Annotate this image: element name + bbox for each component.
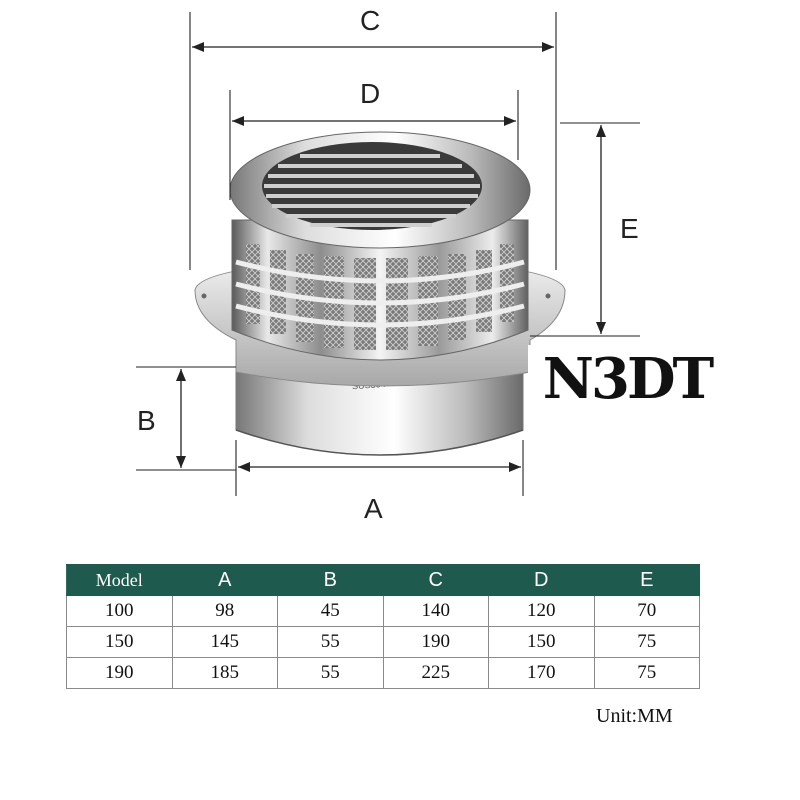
cell-b: 55: [277, 657, 384, 689]
cell-e: 70: [593, 595, 700, 627]
cell-e: 75: [593, 626, 700, 658]
louver-slats: [264, 154, 480, 227]
flange-hole-left: [201, 293, 207, 299]
dimension-table: Model A B C D E 100 98 45 140 120 70 150…: [66, 564, 700, 689]
product-dimension-diagram: SUS304 C: [136, 5, 640, 524]
cell-a: 145: [171, 626, 278, 658]
dimension-c: C: [189, 5, 557, 270]
dimension-a-label: A: [364, 493, 383, 524]
cell-c: 190: [382, 626, 489, 658]
table-row: 190 185 55 225 170 75: [66, 657, 700, 689]
header-e: E: [593, 564, 700, 596]
unit-note: Unit:MM: [596, 705, 673, 727]
pipe-rim: [235, 429, 524, 456]
header-c: C: [382, 564, 489, 596]
dimension-b-label: B: [137, 405, 156, 436]
cell-a: 98: [171, 595, 278, 627]
cell-d: 170: [488, 657, 595, 689]
brand-logo-text: N3DT: [542, 346, 714, 412]
cell-b: 55: [277, 626, 384, 658]
cell-model: 190: [66, 657, 173, 689]
grille-openings: [235, 244, 525, 350]
cell-a: 185: [171, 657, 278, 689]
cell-model: 100: [66, 595, 173, 627]
dimension-c-label: C: [360, 5, 380, 36]
dimension-e: E: [530, 122, 640, 337]
flange-hole-right: [545, 293, 551, 299]
cell-e: 75: [593, 657, 700, 689]
cell-d: 150: [488, 626, 595, 658]
header-b: B: [277, 564, 384, 596]
cell-c: 225: [382, 657, 489, 689]
table-row: 100 98 45 140 120 70: [66, 595, 700, 627]
cell-model: 150: [66, 626, 173, 658]
cell-c: 140: [382, 595, 489, 627]
header-d: D: [488, 564, 595, 596]
header-model: Model: [66, 564, 173, 596]
table-header-row: Model A B C D E: [66, 564, 700, 596]
dimension-e-label: E: [620, 213, 639, 244]
dimension-a: A: [235, 440, 524, 524]
dimension-d-label: D: [360, 78, 380, 109]
table-row: 150 145 55 190 150 75: [66, 626, 700, 658]
header-a: A: [171, 564, 278, 596]
dimension-d: D: [229, 78, 519, 200]
dimension-b: B: [136, 366, 236, 471]
cell-b: 45: [277, 595, 384, 627]
cell-d: 120: [488, 595, 595, 627]
brand-logo: N3DT: [528, 345, 726, 413]
